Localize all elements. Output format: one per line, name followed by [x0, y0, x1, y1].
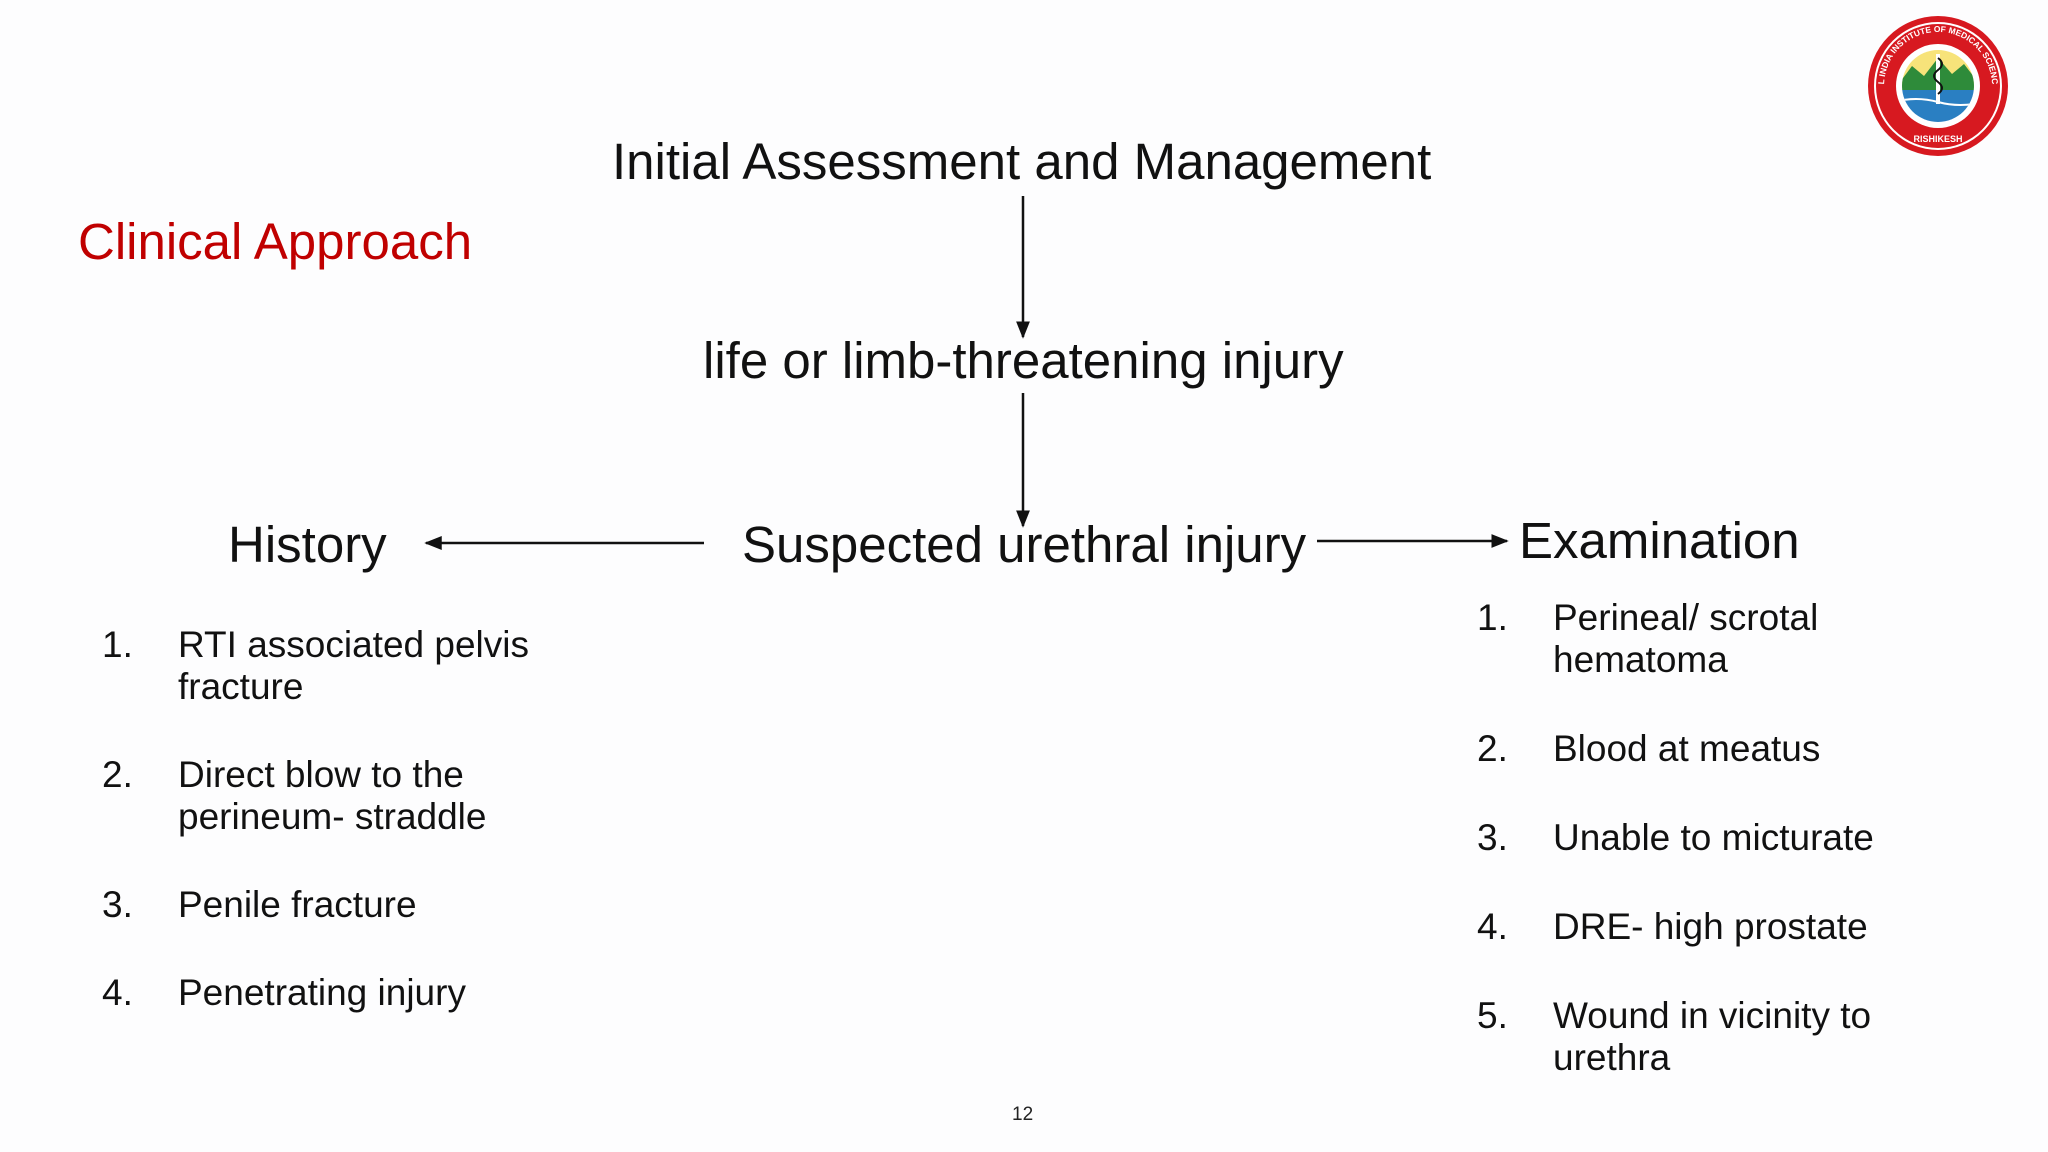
list-text-line1: DRE- high prostate — [1553, 906, 1868, 947]
node-initial-assessment: Initial Assessment and Management — [612, 133, 1432, 190]
list-number: 4. — [1477, 906, 1508, 947]
list-number: 2. — [102, 754, 133, 795]
history-item: 1. RTI associated pelvis fracture — [102, 624, 529, 708]
list-number: 1. — [102, 624, 133, 665]
list-number: 4. — [102, 972, 133, 1013]
list-text-line1: RTI associated pelvis — [178, 624, 529, 665]
node-suspected-urethral-injury: Suspected urethral injury — [742, 516, 1307, 573]
list-text-line1: Penile fracture — [178, 884, 417, 925]
aiims-logo-icon: RISHIKESH ALL INDIA INSTITUTE OF MEDICAL… — [1864, 10, 2008, 156]
history-item: 3. Penile fracture — [102, 884, 529, 926]
list-text-line2: hematoma — [1553, 639, 1728, 680]
list-number: 5. — [1477, 995, 1508, 1036]
list-text-line1: Penetrating injury — [178, 972, 466, 1013]
list-text-line1: Direct blow to the — [178, 754, 464, 795]
list-text-line2: perineum- straddle — [178, 796, 487, 837]
list-number: 3. — [1477, 817, 1508, 858]
node-life-threatening-injury: life or limb-threatening injury — [703, 332, 1344, 389]
history-list: 1. RTI associated pelvis fracture 2. Dir… — [102, 624, 529, 1060]
logo-city-text: RISHIKESH — [1913, 134, 1962, 144]
list-text-line2: urethra — [1553, 1037, 1671, 1078]
history-item: 2. Direct blow to the perineum- straddle — [102, 754, 529, 838]
history-item: 4. Penetrating injury — [102, 972, 529, 1014]
list-text-line1: Wound in vicinity to — [1553, 995, 1872, 1036]
list-number: 1. — [1477, 597, 1508, 638]
section-title: Clinical Approach — [78, 213, 473, 270]
list-text-line1: Perineal/ scrotal — [1553, 597, 1819, 638]
examination-item: 1. Perineal/ scrotal hematoma — [1477, 597, 1874, 681]
examination-item: 2. Blood at meatus — [1477, 728, 1874, 770]
examination-list: 1. Perineal/ scrotal hematoma 2. Blood a… — [1477, 597, 1874, 1126]
examination-item: 3. Unable to micturate — [1477, 817, 1874, 859]
node-history: History — [228, 516, 387, 573]
node-examination: Examination — [1519, 512, 1800, 569]
page-number: 12 — [1012, 1104, 1034, 1125]
list-number: 2. — [1477, 728, 1508, 769]
list-text-line2: fracture — [178, 666, 304, 707]
list-number: 3. — [102, 884, 133, 925]
list-text-line1: Unable to micturate — [1553, 817, 1874, 858]
examination-item: 5. Wound in vicinity to urethra — [1477, 995, 1874, 1079]
list-text-line1: Blood at meatus — [1553, 728, 1821, 769]
examination-item: 4. DRE- high prostate — [1477, 906, 1874, 948]
